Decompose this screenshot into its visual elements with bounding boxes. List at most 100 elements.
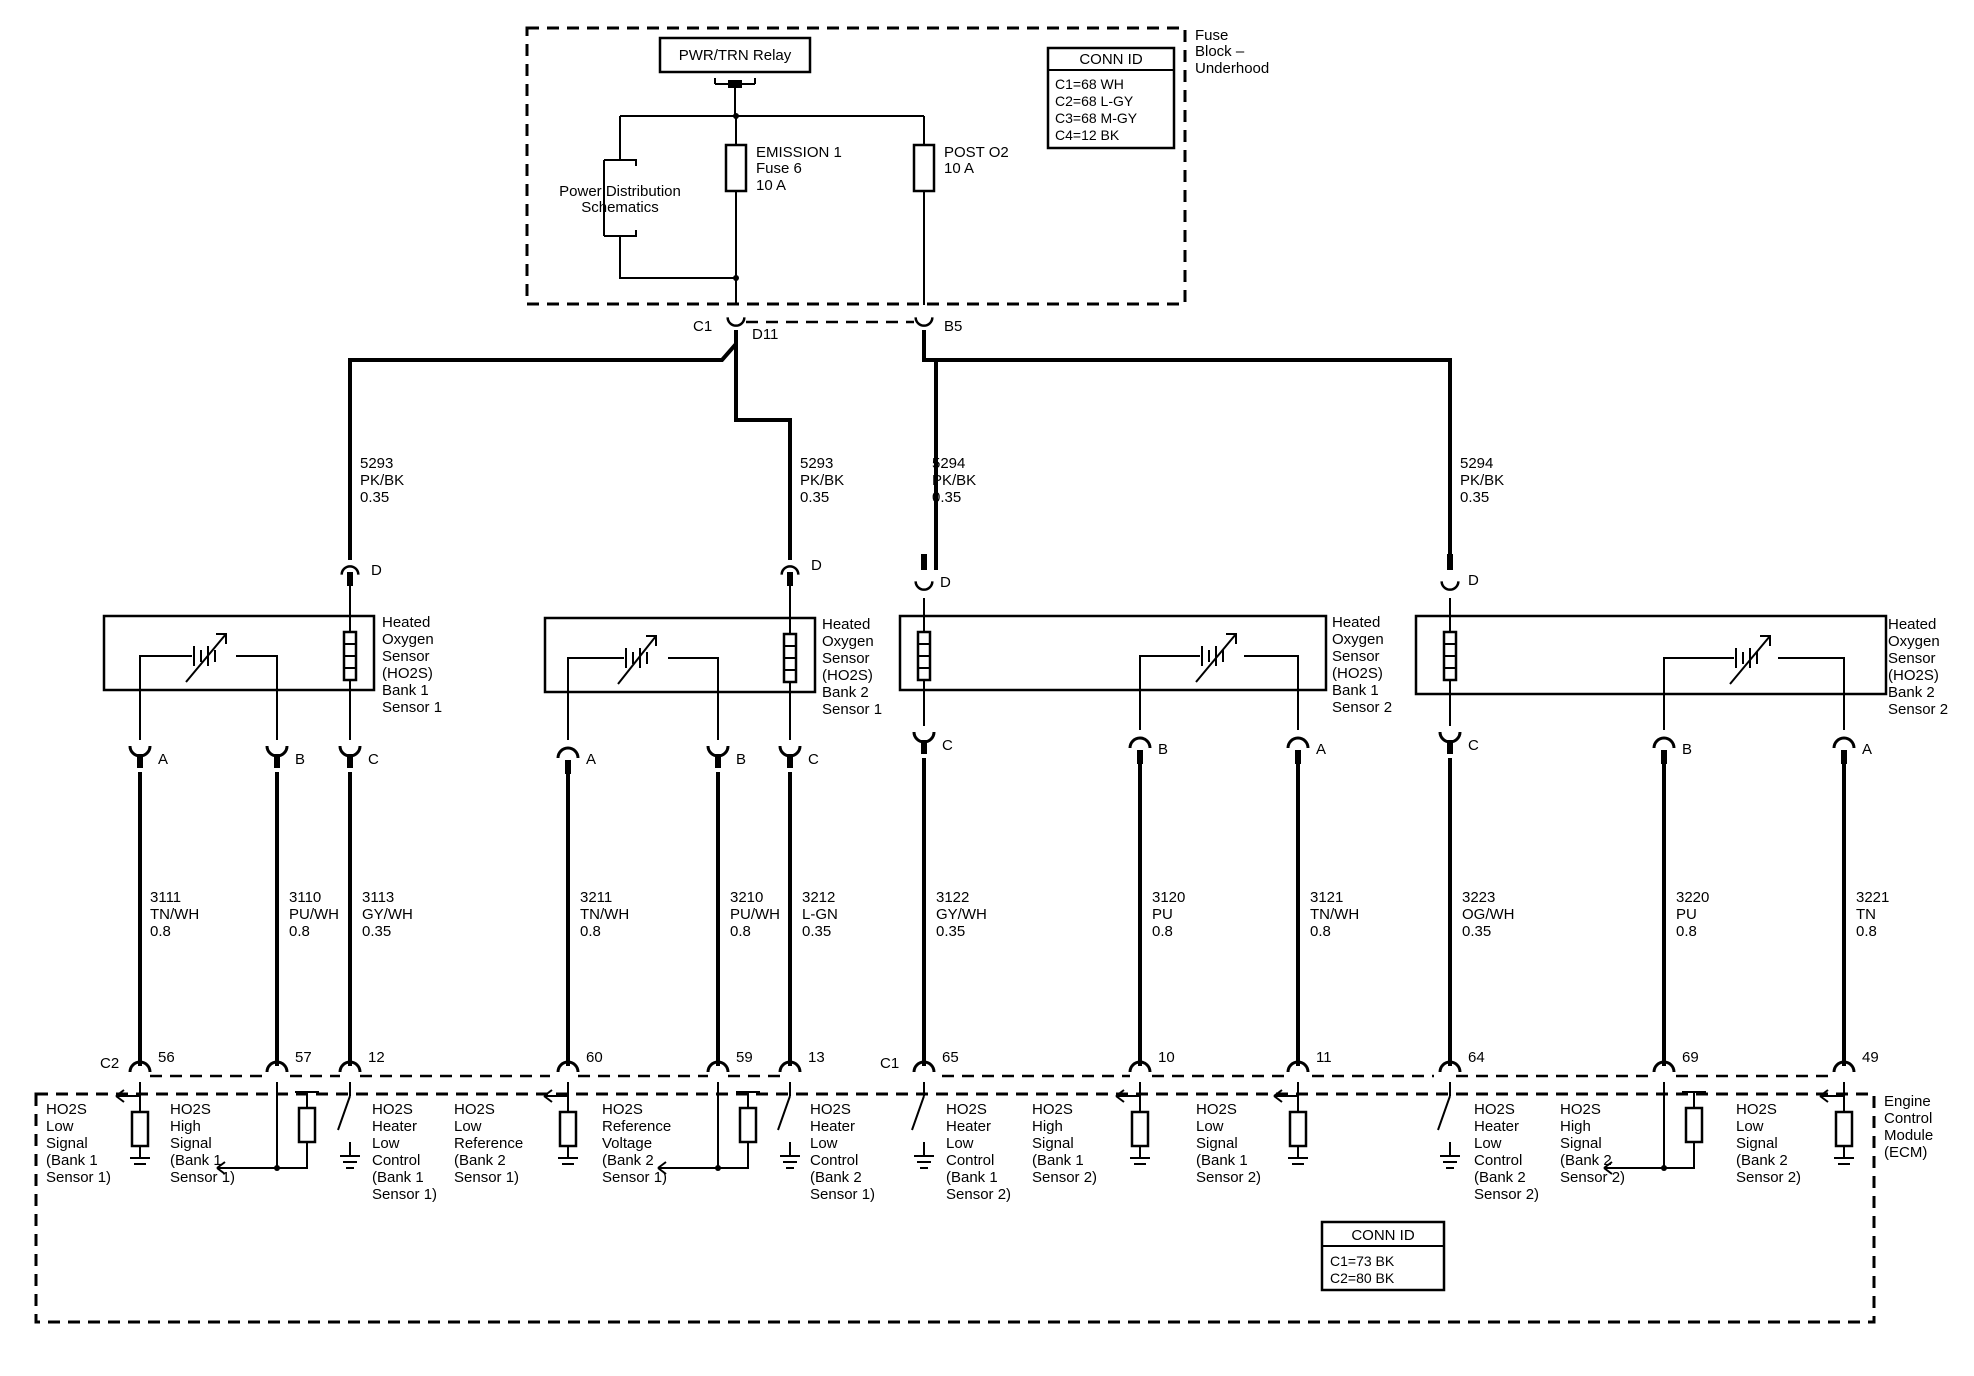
sensor-label-line: (HO2S) xyxy=(1888,667,1939,684)
ecm-connector-cup xyxy=(556,1060,580,1073)
wire-color: PK/BK xyxy=(932,472,976,489)
connector-pin xyxy=(787,754,793,768)
wire-label-line: 3120 xyxy=(1152,889,1185,906)
connector-pin xyxy=(347,754,353,768)
sensor-pin-label: B xyxy=(295,751,305,768)
resistor xyxy=(1288,1110,1308,1148)
wire-color: PK/BK xyxy=(1460,472,1504,489)
sensor-label-line: Oxygen xyxy=(1888,633,1940,650)
connector-pin xyxy=(1841,750,1847,764)
ecm-title-line: Module xyxy=(1884,1127,1933,1144)
ecm-function-line: Sensor 2) xyxy=(1736,1169,1801,1186)
wire-label-line: PU/WH xyxy=(730,906,780,923)
sensor-pin-label: A xyxy=(1862,741,1872,758)
resistor xyxy=(297,1106,317,1144)
low-side-switch xyxy=(911,1095,934,1169)
ecm-pin-label: 60 xyxy=(586,1049,603,1066)
wire-label-line: 0.35 xyxy=(802,923,831,940)
signal-output-arrow xyxy=(657,1096,719,1175)
signal-input-arrow xyxy=(115,1089,140,1103)
sensor-label-line: Oxygen xyxy=(382,631,434,648)
fuse-block-border xyxy=(525,26,1187,306)
sensor-label-line: Heated xyxy=(382,614,430,631)
connector-pin xyxy=(921,740,927,754)
ecm-function-line: Control xyxy=(810,1152,858,1169)
wire-label-line: TN/WH xyxy=(150,906,199,923)
ecm-function-line: High xyxy=(170,1118,201,1135)
sensor-label-line: (HO2S) xyxy=(382,665,433,682)
wire-label-line: 0.8 xyxy=(150,923,171,940)
ecm-function-line: Sensor 2) xyxy=(1032,1169,1097,1186)
ecm-title-line: (ECM) xyxy=(1884,1144,1927,1161)
post-o2-fuse-label: 10 A xyxy=(944,160,974,177)
wire-label-line: PU xyxy=(1152,906,1173,923)
signal-input-arrow xyxy=(1273,1089,1298,1103)
resistor xyxy=(558,1110,578,1148)
ecm-pin-label: 59 xyxy=(736,1049,753,1066)
connector-pin xyxy=(1661,750,1667,764)
ecm-function-line: Control xyxy=(1474,1152,1522,1169)
ecm-function-line: Signal xyxy=(1560,1135,1602,1152)
ecm-connector-cup xyxy=(706,1060,730,1073)
ecm-pin-label: 57 xyxy=(295,1049,312,1066)
ecm-connector-cup xyxy=(1128,1060,1152,1073)
ecm-function-line: Sensor 2) xyxy=(1474,1186,1539,1203)
ecm-title: Engine Control Module (ECM) xyxy=(1884,1093,1933,1161)
wire-label-line: 0.35 xyxy=(362,923,391,940)
ecm-function-line: Low xyxy=(946,1135,974,1152)
ecm-connector-cup xyxy=(912,1060,936,1073)
ecm-function-line: Control xyxy=(946,1152,994,1169)
ecm-function-line: High xyxy=(1560,1118,1591,1135)
sensor-bank2-sensor2: Heated Oxygen Sensor (HO2S) Bank 2 Senso… xyxy=(1414,598,1948,730)
sensor-label: Heated Oxygen Sensor (HO2S) Bank 1 Senso… xyxy=(382,614,442,716)
ecm-function-line: Reference xyxy=(454,1135,523,1152)
sensor-bank1-sensor2: Heated Oxygen Sensor (HO2S) Bank 1 Senso… xyxy=(898,598,1392,730)
pin-label: D xyxy=(811,557,822,574)
sensor-label-line: Sensor 2 xyxy=(1888,701,1948,718)
connector-cup xyxy=(1832,736,1856,749)
feed-wire-label: 5294 PK/BK 0.35 xyxy=(932,455,976,506)
sensor-bank2-sensor1: Heated Oxygen Sensor (HO2S) Bank 2 Senso… xyxy=(543,586,882,740)
emission-fuse-label: 10 A xyxy=(756,177,786,194)
ecm-function-line: Low xyxy=(372,1135,400,1152)
sensor-label-line: Heated xyxy=(1888,616,1936,633)
fuse-conn-id-box xyxy=(1046,46,1176,150)
ecm-function-line: Low xyxy=(1736,1118,1764,1135)
wire-circuit: 5294 xyxy=(1460,455,1493,472)
ecm-function-line: Signal xyxy=(1736,1135,1778,1152)
fuse-block-title-line: Fuse xyxy=(1195,27,1228,44)
fuse-conn-id-line: C2=68 L-GY xyxy=(1055,93,1134,109)
ecm-function-line: (Bank 2 xyxy=(454,1152,506,1169)
sensor-bank1-sensor1: Heated Oxygen Sensor (HO2S) Bank 1 Senso… xyxy=(102,586,442,740)
sensor-label-line: Sensor xyxy=(822,650,870,667)
ecm-pin-label: 12 xyxy=(368,1049,385,1066)
wire-label-line: PU/WH xyxy=(289,906,339,923)
ecm-function-line: HO2S xyxy=(1736,1101,1777,1118)
wire-label-line: 3113 xyxy=(362,889,394,906)
ecm-function-line: Signal xyxy=(46,1135,88,1152)
ecm-function-line: HO2S xyxy=(1474,1101,1515,1118)
connector-b5-label: B5 xyxy=(944,318,962,335)
connector-d11-label: D11 xyxy=(752,326,778,343)
sensor-label: Heated Oxygen Sensor (HO2S) Bank 1 Senso… xyxy=(1332,614,1392,716)
ecm-function-line: High xyxy=(1032,1118,1063,1135)
wire-label-line: 0.35 xyxy=(936,923,965,940)
ecm-function-line: (Bank 2 xyxy=(1474,1169,1526,1186)
ecm-function-line: HO2S xyxy=(1032,1101,1073,1118)
signal-input-arrow xyxy=(543,1089,568,1103)
ecm-function-line: HO2S xyxy=(810,1101,851,1118)
ecm-pin-label: 10 xyxy=(1158,1049,1175,1066)
sensor-pin-label: A xyxy=(1316,741,1326,758)
ecm-function-line: Control xyxy=(372,1152,420,1169)
ecm-function-line: Sensor 1) xyxy=(372,1186,437,1203)
sensor-box xyxy=(898,614,1328,692)
ecm-function-line: Sensor 2) xyxy=(946,1186,1011,1203)
ecm-pin-label: 56 xyxy=(158,1049,175,1066)
feed-wiring xyxy=(348,330,1452,570)
fuse-conn-id-title: CONN ID xyxy=(1079,51,1143,68)
